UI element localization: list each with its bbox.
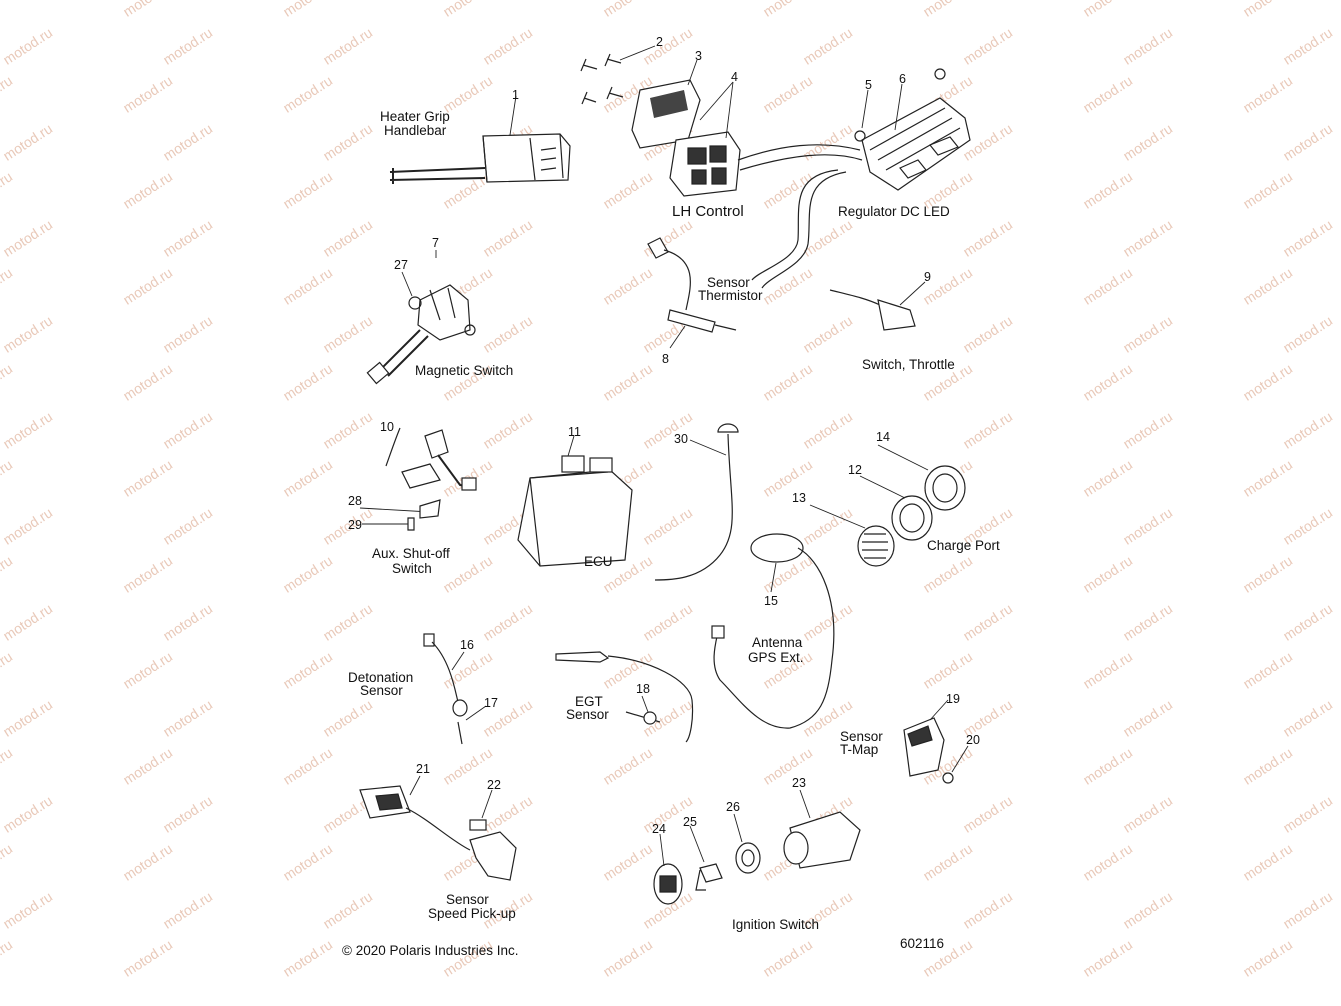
part-switch-throttle — [829, 281, 926, 331]
callout-29: 29 — [348, 518, 362, 532]
callout-3: 3 — [695, 49, 702, 63]
label-sensor-thermistor-1: Sensor — [707, 275, 750, 290]
callout-10: 10 — [380, 420, 394, 434]
callout-8: 8 — [662, 352, 669, 366]
callout-28: 28 — [348, 494, 362, 508]
callout-22: 22 — [487, 778, 501, 792]
label-switch-throttle: Switch, Throttle — [862, 357, 955, 372]
part-speed-sensor — [359, 775, 517, 881]
label-ignition-switch: Ignition Switch — [732, 917, 820, 932]
callout-5: 5 — [865, 78, 872, 92]
part-regulator — [854, 68, 971, 191]
part-magnetic-switch — [366, 250, 476, 385]
label-egt-2: Sensor — [566, 707, 609, 722]
callout-24: 24 — [652, 822, 666, 836]
label-tmap-2: T-Map — [840, 742, 879, 757]
label-aux-2: Switch — [392, 561, 432, 576]
callout-23: 23 — [792, 776, 806, 790]
part-heater-grip — [389, 95, 571, 184]
callout-6: 6 — [899, 72, 906, 86]
label-sensor-thermistor-2: Thermistor — [698, 288, 763, 303]
part-antenna-gps — [711, 533, 835, 729]
callout-13: 13 — [792, 491, 806, 505]
part-aux-shutoff-switch — [359, 427, 477, 531]
label-speed-2: Speed Pick-up — [428, 906, 516, 921]
label-tmap-1: Sensor — [840, 729, 883, 744]
label-lh-control: LH Control — [672, 203, 744, 220]
part-ecu — [517, 435, 633, 567]
part-sensor-tmap — [903, 699, 969, 784]
callout-11: 11 — [568, 425, 581, 439]
callout-9: 9 — [924, 270, 931, 284]
callout-21: 21 — [416, 762, 430, 776]
callout-18: 18 — [636, 682, 650, 696]
part-antenna-cable — [654, 423, 739, 581]
label-charge-port: Charge Port — [927, 538, 1000, 553]
part-egt-sensor — [555, 651, 694, 743]
part-charge-port — [809, 444, 966, 567]
callout-15: 15 — [764, 594, 778, 608]
label-antenna-2: GPS Ext. — [748, 650, 804, 665]
callout-27: 27 — [394, 258, 408, 272]
callout-2: 2 — [656, 35, 663, 49]
callout-14: 14 — [876, 430, 890, 444]
callout-17: 17 — [484, 696, 498, 710]
callout-12: 12 — [848, 463, 862, 477]
part-ignition-switch — [653, 789, 861, 905]
label-aux-1: Aux. Shut-off — [372, 546, 450, 561]
figure-number: 602116 — [900, 936, 945, 951]
copyright-notice: © 2020 Polaris Industries Inc. — [342, 943, 519, 958]
label-detonation-1: Detonation — [348, 670, 414, 685]
callout-7: 7 — [432, 236, 439, 250]
label-antenna-1: Antenna — [752, 635, 803, 650]
callout-20: 20 — [966, 733, 980, 747]
part-detonation-sensor — [423, 633, 487, 745]
part-lh-control — [631, 59, 863, 289]
callout-4: 4 — [731, 70, 738, 84]
callout-30: 30 — [674, 432, 688, 446]
callout-16: 16 — [460, 638, 474, 652]
callout-26: 26 — [726, 800, 740, 814]
part-screws — [580, 45, 656, 105]
callout-1: 1 — [512, 88, 519, 102]
callout-19: 19 — [946, 692, 960, 706]
label-handlebar: Handlebar — [384, 123, 447, 138]
label-speed-1: Sensor — [446, 892, 489, 907]
label-ecu: ECU — [584, 554, 613, 569]
label-egt-1: EGT — [575, 694, 603, 709]
label-detonation-2: Sensor — [360, 683, 403, 698]
label-magnetic-switch: Magnetic Switch — [415, 363, 514, 378]
callout-25: 25 — [683, 815, 697, 829]
label-heater-grip: Heater Grip — [380, 109, 450, 124]
label-regulator: Regulator DC LED — [838, 204, 950, 219]
part-sensor-thermistor — [647, 237, 737, 349]
